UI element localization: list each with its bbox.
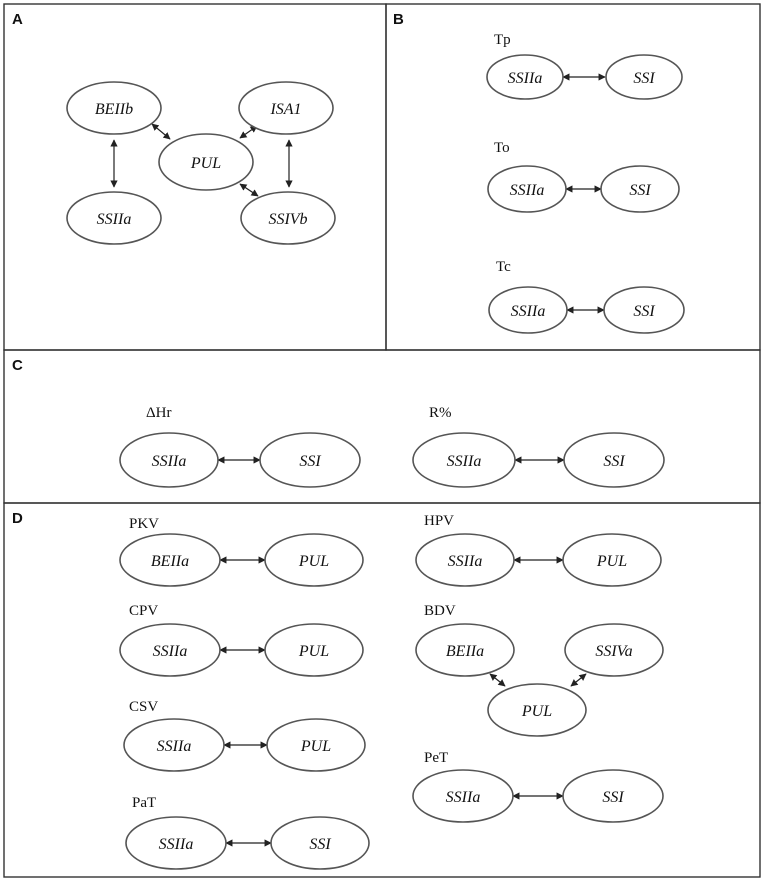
left-node-label: SSIIa: [446, 789, 481, 806]
left-node: [119, 432, 219, 488]
left-node: [119, 623, 221, 677]
group-label: Tc: [496, 259, 511, 275]
group-label: PKV: [129, 516, 159, 532]
right-node: [600, 165, 680, 213]
group-label: PaT: [132, 795, 156, 811]
left-node-label: SSIIa: [159, 836, 194, 853]
left-node-label: BEIIa: [446, 643, 484, 660]
right-node-label: SSIVa: [595, 643, 632, 660]
left-node-label: SSIIa: [157, 738, 192, 755]
node-beiib: BEIIb: [66, 81, 162, 135]
panel-b-pair-1: To SSIIa SSI: [487, 140, 680, 213]
right-node-label: PUL: [596, 553, 627, 570]
left-node-label: SSIIa: [447, 453, 482, 470]
left-node: [125, 816, 227, 870]
node-pul: PUL: [158, 133, 254, 191]
panel-d-pair-2: CSV SSIIa PUL: [123, 699, 366, 772]
right-node-label: PUL: [300, 738, 331, 755]
left-node: [412, 769, 514, 823]
left-node-label: BEIIa: [151, 553, 189, 570]
right-node: [259, 432, 361, 488]
panel-b-border: [385, 3, 761, 351]
group-label: HPV: [424, 513, 454, 529]
left-node-label: SSIIa: [152, 453, 187, 470]
right-node: [266, 718, 366, 772]
right-node-label: SSI: [309, 836, 331, 853]
panel-d-pair-6: PeT SSIIa SSI: [412, 750, 664, 823]
right-node: [270, 816, 370, 870]
edge-beiib-pul: [151, 123, 171, 140]
node-ssiia: SSIIa: [66, 191, 162, 245]
node-ssiia-label: SSIIa: [97, 211, 132, 228]
right-node: [562, 533, 662, 587]
left-node-label: SSIIa: [508, 70, 543, 87]
left-node: [412, 432, 516, 488]
node-ssivb: SSIVb: [240, 191, 336, 245]
group-label: CSV: [129, 699, 158, 715]
right-node: [564, 623, 664, 677]
left-node-label: SSIIa: [448, 553, 483, 570]
left-node-label: SSIIa: [510, 182, 545, 199]
panel-d-border: [3, 502, 761, 878]
group-label: ΔHr: [146, 405, 171, 421]
left-node-label: SSIIa: [153, 643, 188, 660]
right-node-label: PUL: [298, 553, 329, 570]
right-node-label: SSI: [633, 303, 655, 320]
group-label: Tp: [494, 32, 511, 48]
panel-c-pair-0: ΔHr SSIIa SSI: [119, 405, 361, 488]
triad-edge-left: [489, 673, 506, 687]
right-node-label: PUL: [298, 643, 329, 660]
right-node: [563, 432, 665, 488]
left-node-label: SSIIa: [511, 303, 546, 320]
group-label: R%: [429, 405, 452, 421]
panel-c-pair-1: R% SSIIa SSI: [412, 405, 665, 488]
center-node-label: PUL: [521, 703, 552, 720]
left-node: [415, 533, 515, 587]
panel-d-pair-0: PKV BEIIa PUL: [119, 516, 364, 587]
right-node: [264, 533, 364, 587]
triad-edge-right: [570, 673, 587, 687]
left-node: [486, 54, 564, 100]
panel-b-pair-2: Tc SSIIa SSI: [488, 259, 685, 334]
node-ssivb-label: SSIVb: [268, 211, 307, 228]
panel-c-letter: C: [12, 357, 23, 374]
right-node: [603, 286, 685, 334]
panel-a-network: BEIIb ISA1 PUL SSIIa SSIVb: [66, 81, 336, 245]
panel-b-pair-0: Tp SSIIa SSI: [486, 32, 683, 100]
node-pul-label: PUL: [190, 155, 221, 172]
group-label: BDV: [424, 603, 456, 619]
left-node: [119, 533, 221, 587]
panel-d-triad: BDV BEIIa SSIVa PUL: [415, 603, 664, 737]
right-node-label: SSI: [603, 453, 625, 470]
panel-d-letter: D: [12, 510, 23, 527]
right-node: [562, 769, 664, 823]
group-label: CPV: [129, 603, 158, 619]
group-label: PeT: [424, 750, 448, 766]
group-label: To: [494, 140, 510, 156]
node-beiib-label: BEIIb: [95, 101, 133, 118]
edge-pul-ssivb: [239, 183, 259, 197]
left-node: [415, 623, 515, 677]
left-node: [488, 286, 568, 334]
left-node: [487, 165, 567, 213]
node-isa1: ISA1: [238, 81, 334, 135]
node-isa1-label: ISA1: [269, 101, 301, 118]
left-node: [123, 718, 225, 772]
panel-a-letter: A: [12, 11, 23, 28]
panel-d-pair-4: HPV SSIIa PUL: [415, 513, 662, 587]
right-node: [605, 54, 683, 100]
right-node-label: SSI: [629, 182, 651, 199]
right-node: [264, 623, 364, 677]
right-node-label: SSI: [602, 789, 624, 806]
right-node-label: SSI: [633, 70, 655, 87]
right-node-label: SSI: [299, 453, 321, 470]
panel-b-letter: B: [393, 11, 404, 28]
center-node: [487, 683, 587, 737]
panel-d-pair-1: CPV SSIIa PUL: [119, 603, 364, 677]
panel-d-pair-3: PaT SSIIa SSI: [125, 795, 370, 870]
